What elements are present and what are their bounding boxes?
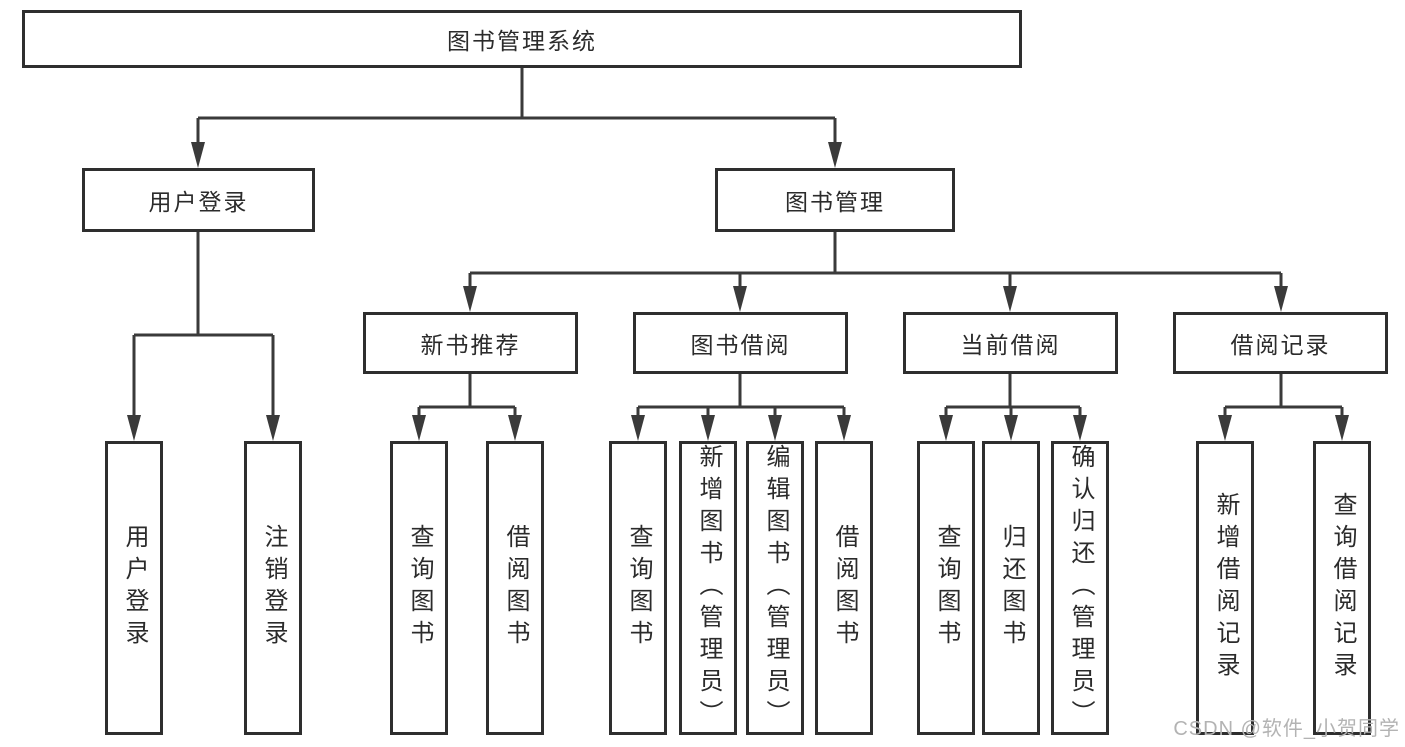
arrowheads (127, 142, 1349, 441)
node-user-login-label: 用户登录 (148, 189, 249, 215)
watermark-text: CSDN @软件_小贺同学 (1173, 718, 1400, 740)
arrow-icon (463, 286, 477, 312)
node-root-label: 图书管理系统 (447, 28, 597, 54)
leaf-confirm-return-admin-label: 确认归还（管理员） (1067, 444, 1094, 732)
leaf-add-borrow-record: 新增借阅记录 (1196, 441, 1254, 735)
node-current-borrow: 当前借阅 (903, 312, 1118, 374)
leaf-return-books: 归还图书 (982, 441, 1040, 735)
arrow-icon (631, 415, 645, 441)
arrow-icon (266, 415, 280, 441)
leaf-borrow-books-label: 借阅图书 (831, 524, 858, 652)
leaf-logout: 注销登录 (244, 441, 302, 735)
arrow-icon (701, 415, 715, 441)
node-root: 图书管理系统 (22, 10, 1022, 68)
leaf-query-books-current-label: 查询图书 (933, 524, 960, 652)
node-new-book-recommend: 新书推荐 (363, 312, 578, 374)
arrow-icon (1218, 415, 1232, 441)
leaf-user-login: 用户登录 (105, 441, 163, 735)
node-new-book-recommend-label: 新书推荐 (420, 332, 521, 358)
arrow-icon (837, 415, 851, 441)
leaf-query-books-recommend: 查询图书 (390, 441, 448, 735)
node-book-borrow: 图书借阅 (633, 312, 848, 374)
leaf-query-books-recommend-label: 查询图书 (406, 524, 433, 652)
node-borrow-records-label: 借阅记录 (1230, 332, 1331, 358)
arrow-icon (412, 415, 426, 441)
leaf-borrow-books: 借阅图书 (815, 441, 873, 735)
arrow-icon (768, 415, 782, 441)
node-user-login: 用户登录 (82, 168, 315, 232)
arrow-icon (508, 415, 522, 441)
leaf-confirm-return-admin: 确认归还（管理员） (1051, 441, 1109, 735)
arrow-icon (1073, 415, 1087, 441)
arrow-icon (939, 415, 953, 441)
arrow-icon (191, 142, 205, 168)
leaf-logout-label: 注销登录 (260, 524, 287, 652)
arrow-icon (1335, 415, 1349, 441)
node-book-borrow-label: 图书借阅 (690, 332, 791, 358)
arrow-icon (733, 286, 747, 312)
leaf-add-borrow-record-label: 新增借阅记录 (1212, 492, 1239, 684)
arrow-icon (828, 142, 842, 168)
leaf-borrow-books-recommend: 借阅图书 (486, 441, 544, 735)
leaf-query-books-borrow: 查询图书 (609, 441, 667, 735)
leaf-add-book-admin-label: 新增图书（管理员） (695, 444, 722, 732)
leaf-borrow-books-recommend-label: 借阅图书 (502, 524, 529, 652)
arrow-icon (127, 415, 141, 441)
leaf-edit-book-admin-label: 编辑图书（管理员） (762, 444, 789, 732)
leaf-query-books-borrow-label: 查询图书 (625, 524, 652, 652)
node-current-borrow-label: 当前借阅 (960, 332, 1061, 358)
leaf-query-borrow-record-label: 查询借阅记录 (1329, 492, 1356, 684)
leaf-user-login-label: 用户登录 (121, 524, 148, 652)
arrow-icon (1004, 415, 1018, 441)
node-borrow-records: 借阅记录 (1173, 312, 1388, 374)
leaf-return-books-label: 归还图书 (998, 524, 1025, 652)
node-book-management-label: 图书管理 (785, 189, 885, 215)
node-book-management: 图书管理 (715, 168, 955, 232)
leaf-add-book-admin: 新增图书（管理员） (679, 441, 737, 735)
arrow-icon (1003, 286, 1017, 312)
leaf-query-books-current: 查询图书 (917, 441, 975, 735)
leaf-query-borrow-record: 查询借阅记录 (1313, 441, 1371, 735)
leaf-edit-book-admin: 编辑图书（管理员） (746, 441, 804, 735)
arrow-icon (1274, 286, 1288, 312)
